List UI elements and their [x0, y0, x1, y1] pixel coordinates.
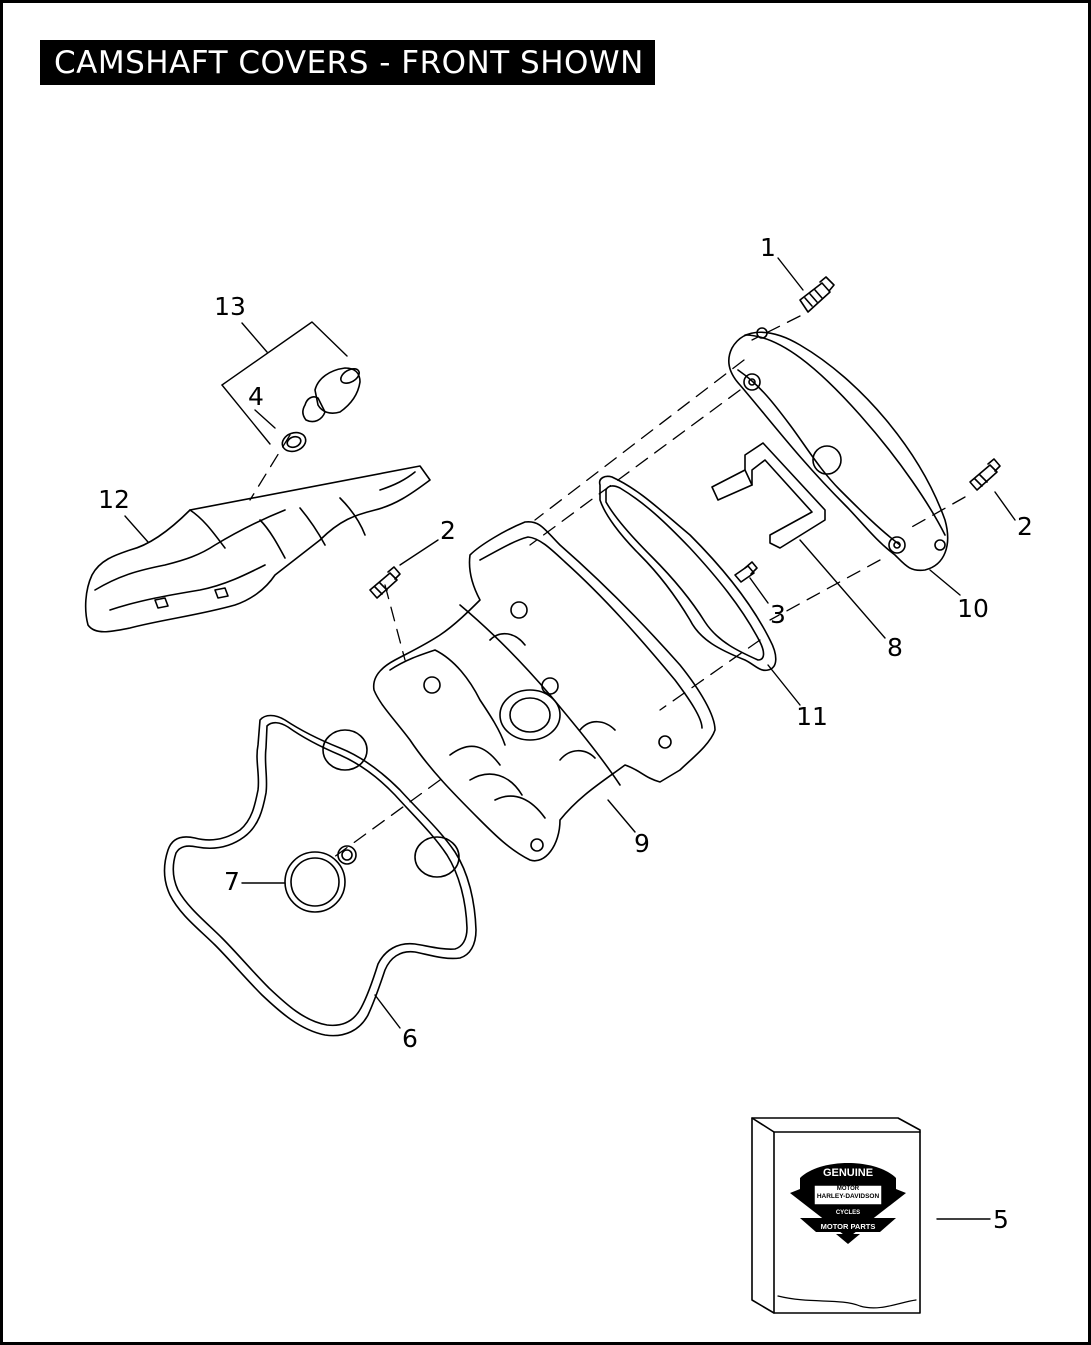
callout-13: 13: [214, 292, 246, 321]
page-title: CAMSHAFT COVERS - FRONT SHOWN: [54, 45, 644, 81]
gasket-part-11: [598, 475, 777, 672]
callout-4: 4: [248, 382, 264, 411]
bracket-part-8: [711, 442, 826, 549]
callout-6: 6: [402, 1024, 418, 1053]
fitting-part-13: [302, 367, 361, 423]
logo-genuine-text: GENUINE: [823, 1167, 873, 1179]
callout-11: 11: [796, 702, 828, 731]
logo-text: GENUINE MOTOR HARLEY-DAVIDSON CYCLES MOT…: [817, 1167, 880, 1231]
callout-labels: 1 2 2 3 4 5 6 7 8 9 10 11 12 13: [98, 233, 1033, 1234]
bolt-part-2-middle: [369, 566, 401, 599]
gasket-part-6: [163, 714, 477, 1037]
logo-motor-parts-text: MOTOR PARTS: [821, 1222, 876, 1231]
screw-part-3: [734, 561, 758, 583]
outer-cover-part-10: [727, 327, 949, 572]
callout-9: 9: [634, 829, 650, 858]
inner-cover-part-9: [372, 520, 716, 862]
callout-8: 8: [887, 633, 903, 662]
harley-davidson-logo: [790, 1163, 906, 1244]
o-ring-part-4: [281, 431, 307, 453]
bolt-part-2-right: [969, 458, 1001, 491]
logo-brand-text: HARLEY-DAVIDSON: [817, 1193, 880, 1200]
logo-cycles-text: CYCLES: [836, 1210, 860, 1216]
callout-5: 5: [993, 1205, 1009, 1234]
callout-12: 12: [98, 485, 130, 514]
callout-1: 1: [760, 233, 776, 262]
callout-2-middle: 2: [440, 516, 456, 545]
callout-3: 3: [770, 600, 786, 629]
o-ring-part-7: [284, 845, 357, 913]
callout-10: 10: [957, 594, 989, 623]
baffle-part-12: [84, 465, 431, 633]
callout-7: 7: [224, 867, 240, 896]
leader-lines: [124, 257, 1016, 1220]
title-bar: CAMSHAFT COVERS - FRONT SHOWN: [40, 40, 655, 85]
bolt-part-1: [799, 276, 835, 313]
logo-motor-text: MOTOR: [837, 1186, 860, 1192]
callout-2-right: 2: [1017, 512, 1033, 541]
